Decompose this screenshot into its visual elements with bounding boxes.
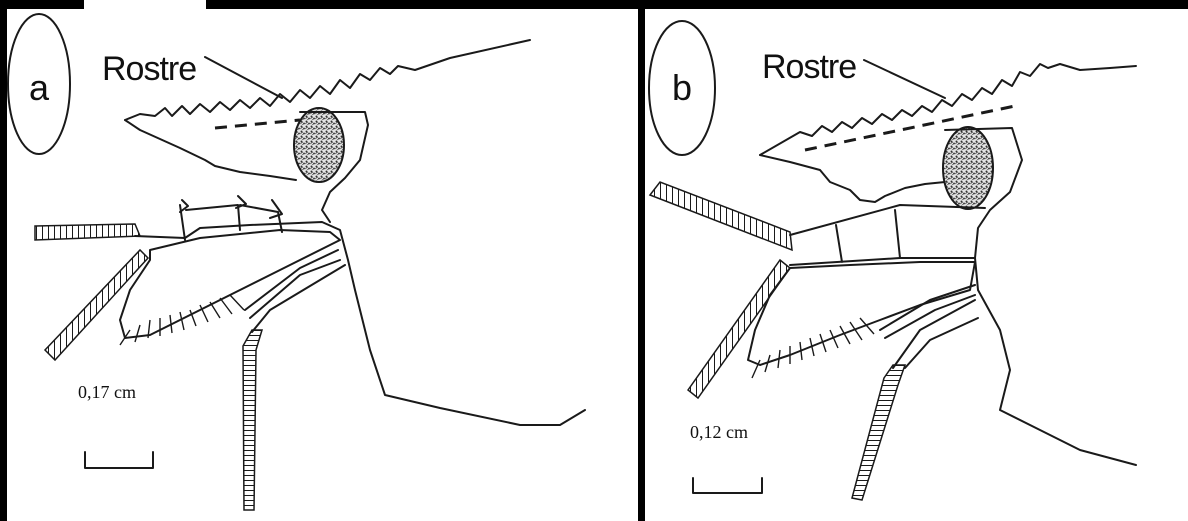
panel-a-rostre-label: Rostre: [102, 50, 196, 88]
panel-a-rostrum-lower: [125, 120, 296, 180]
panel-a-scale-text: 0,17 cm: [78, 382, 136, 402]
panel-b-antenna-diag: [688, 260, 790, 398]
panel-b-rostre-label: Rostre: [762, 48, 856, 86]
panel-b-drawing: b Rostre 0,12 cm: [649, 21, 1136, 500]
left-border: [0, 0, 7, 521]
panel-a-drawing: a Rostre: [8, 14, 585, 510]
panel-b-antenna-left: [650, 182, 792, 250]
panel-b-scale-bar: [693, 478, 762, 493]
top-border-gap: [84, 0, 206, 9]
panel-a-lower-body: [135, 222, 585, 425]
panel-a-label: a: [29, 67, 50, 108]
panel-a-spines: [180, 196, 282, 218]
panel-b-antennule-box: [790, 205, 985, 265]
panel-a-rostrum-dash: [215, 120, 300, 128]
panel-b-lower-body: [975, 258, 1136, 465]
panel-a-antenna-diag: [45, 250, 148, 360]
panel-divider: [638, 0, 645, 521]
panel-a-scale-bar: [85, 452, 153, 468]
panel-a-antenna-left: [35, 224, 140, 240]
panel-a-scaphocerite: [120, 230, 340, 338]
panel-b-rostre-pointer: [864, 60, 945, 98]
panel-a-rostre-pointer: [205, 57, 282, 98]
panel-a-fringe: [120, 295, 244, 345]
panel-b-scaphocerite: [748, 262, 975, 365]
panel-b-label: b: [672, 67, 692, 108]
panel-b-eye: [943, 127, 993, 209]
panel-b-flagellum: [852, 365, 905, 500]
panel-b-scale-text: 0,12 cm: [690, 422, 748, 442]
panel-b-rostrum-lower: [760, 155, 945, 202]
panel-a-eye: [294, 108, 344, 182]
panel-a-flagellum: [243, 330, 262, 510]
panel-a-flagellum-upper: [245, 250, 340, 318]
panel-b-fringe: [752, 318, 874, 378]
